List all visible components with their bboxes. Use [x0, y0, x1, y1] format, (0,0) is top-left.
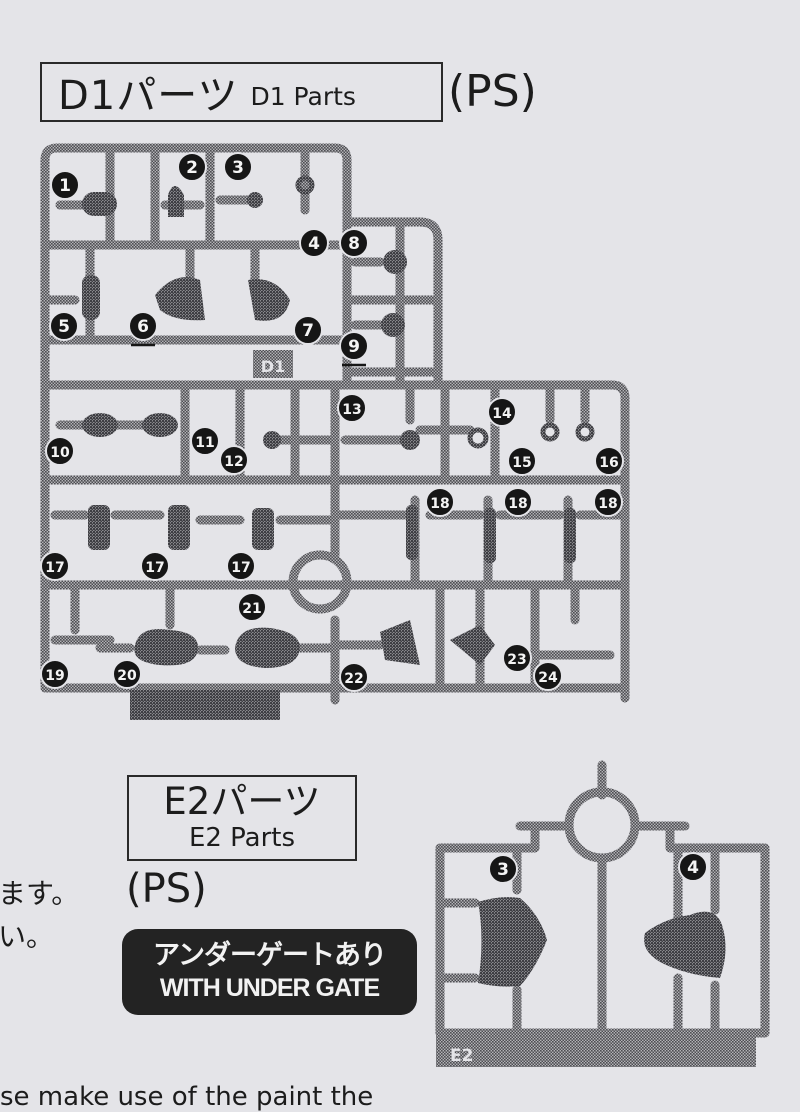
side-text-line-1: ます。	[0, 877, 80, 910]
side-text-line-2: い。	[0, 920, 55, 953]
svg-text:12: 12	[224, 454, 243, 470]
svg-text:18: 18	[598, 496, 617, 512]
svg-text:14: 14	[492, 406, 512, 422]
svg-text:15: 15	[512, 455, 531, 471]
svg-text:23: 23	[507, 652, 526, 668]
svg-text:11: 11	[195, 435, 214, 451]
d1-parts-title: D1パーツ D1 Parts	[40, 62, 443, 122]
svg-text:13: 13	[342, 402, 361, 418]
svg-text:3: 3	[232, 158, 244, 178]
svg-text:17: 17	[45, 560, 64, 576]
svg-text:4: 4	[687, 858, 699, 878]
d1-runner-label: D1	[261, 357, 285, 376]
d1-runner-diagram: D1	[40, 143, 630, 720]
svg-text:1: 1	[59, 176, 71, 196]
svg-text:4: 4	[308, 234, 320, 254]
bottom-cut-text: se make use of the paint the	[0, 1082, 374, 1112]
svg-text:5: 5	[58, 317, 70, 337]
under-gate-jp: アンダーゲートあり	[153, 940, 387, 971]
under-gate-en: WITH UNDER GATE	[159, 974, 380, 1002]
svg-text:2: 2	[186, 158, 198, 178]
under-gate-badge: アンダーゲートあり WITH UNDER GATE	[122, 929, 417, 1015]
svg-text:16: 16	[599, 455, 618, 471]
svg-text:17: 17	[231, 560, 250, 576]
svg-text:6: 6	[137, 317, 149, 337]
svg-text:7: 7	[302, 321, 314, 341]
svg-text:18: 18	[430, 496, 449, 512]
e2-runner-label: E2	[450, 1046, 473, 1066]
svg-text:8: 8	[348, 234, 360, 254]
svg-text:9: 9	[348, 337, 360, 357]
e2-material-label: (PS)	[126, 866, 207, 912]
e2-runner-diagram: E2 3 4	[435, 760, 770, 1067]
e2-parts-title: E2パーツ E2 Parts	[127, 775, 357, 861]
d1-material-label: (PS)	[448, 66, 537, 117]
svg-text:21: 21	[242, 601, 261, 617]
e2-title-jp: E2パーツ	[163, 780, 321, 823]
d1-title-jp: D1パーツ	[58, 73, 239, 119]
svg-text:3: 3	[497, 860, 509, 880]
e2-title-en: E2 Parts	[188, 823, 296, 853]
svg-text:18: 18	[508, 496, 527, 512]
svg-text:24: 24	[538, 670, 558, 686]
svg-text:20: 20	[117, 668, 137, 684]
svg-text:19: 19	[45, 668, 64, 684]
svg-text:10: 10	[50, 445, 70, 461]
d1-title-en: D1 Parts	[250, 81, 356, 111]
svg-text:17: 17	[145, 560, 164, 576]
svg-text:22: 22	[344, 671, 363, 687]
